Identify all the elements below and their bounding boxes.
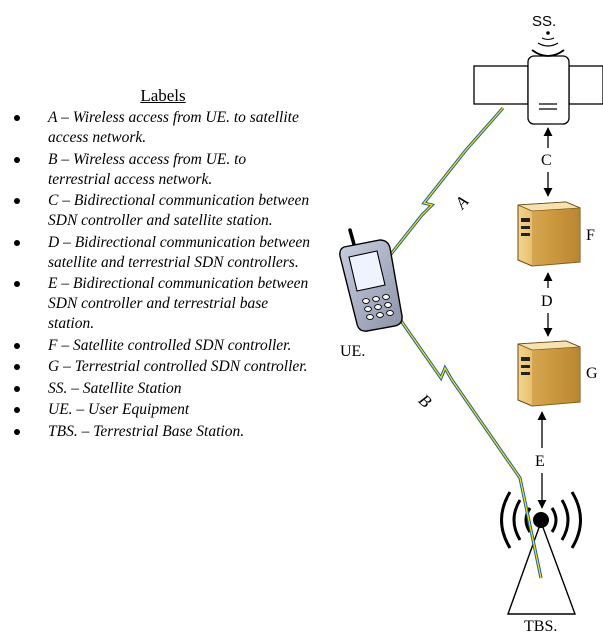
bullet-icon [14, 239, 20, 246]
link-b-wireless [374, 284, 543, 579]
link-d-label: D [541, 293, 553, 310]
bullet-icon [14, 428, 20, 435]
bullet-icon [14, 198, 20, 204]
legend-item: E – Bidirectional communication between … [0, 274, 310, 334]
bullet-icon [14, 364, 20, 370]
link-c-label: C [541, 152, 552, 169]
legend-item: UE. – User Equipment [0, 400, 310, 420]
bullet-icon [14, 342, 20, 349]
legend-title: Labels [140, 86, 186, 105]
base-station-label: TBS. [524, 618, 557, 635]
link-e-label: E [535, 453, 545, 470]
phone-icon [339, 228, 403, 332]
bullet-icon [14, 407, 20, 413]
satellite-icon [473, 31, 603, 125]
legend-item: F – Satellite controlled SDN controller. [0, 336, 310, 356]
server-g-icon [517, 340, 581, 407]
bullet-icon [14, 115, 20, 121]
bullet-icon [14, 385, 20, 392]
legend-item: D – Bidirectional communication between … [0, 233, 310, 273]
server-f-label: F [586, 227, 595, 244]
legend: Labels A – Wireless access from UE. to s… [0, 86, 310, 443]
link-a-label: A [451, 192, 473, 214]
server-g-label: G [586, 365, 598, 382]
legend-item: G – Terrestrial controlled SDN controlle… [0, 357, 310, 377]
legend-item: SS. – Satellite Station [0, 379, 310, 399]
link-b-label: B [415, 390, 436, 411]
legend-item: A – Wireless access from UE. to satellit… [0, 108, 310, 148]
satellite-label: SS. [532, 13, 556, 30]
link-a-wireless [370, 106, 505, 279]
legend-item: C – Bidirectional communication between … [0, 191, 310, 231]
bullet-icon [14, 156, 20, 163]
legend-list: A – Wireless access from UE. to satellit… [0, 108, 310, 442]
server-f-icon [517, 201, 581, 267]
ue-label: UE. [340, 343, 365, 360]
legend-item: B – Wireless access from UE. to terrestr… [0, 150, 310, 190]
legend-item: TBS. – Terrestrial Base Station. [0, 422, 310, 442]
base-station-icon [500, 491, 582, 615]
bullet-icon [14, 281, 20, 287]
